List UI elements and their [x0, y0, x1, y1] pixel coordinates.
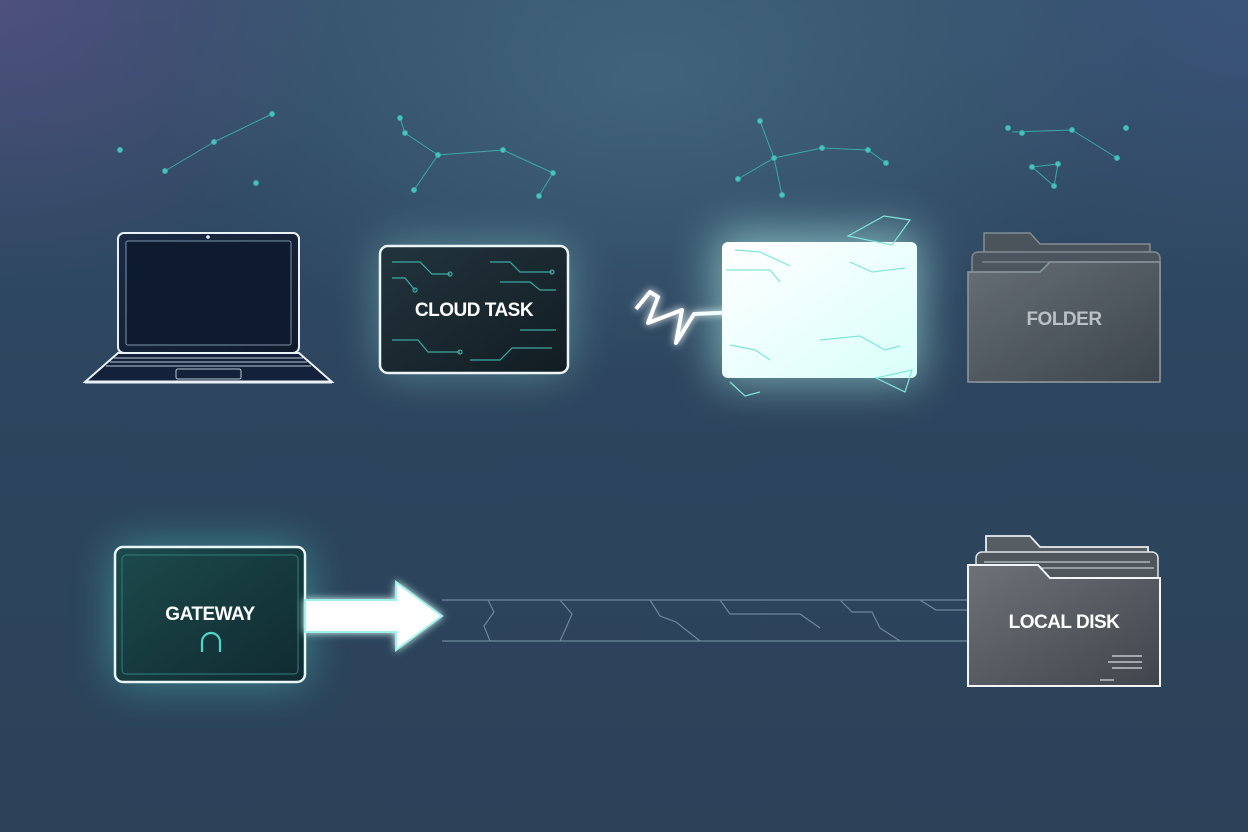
- pathway: [442, 599, 970, 642]
- constellation-4: [1005, 125, 1129, 189]
- gateway-node[interactable]: GATEWAY: [113, 545, 307, 684]
- arrow-icon: [304, 580, 444, 652]
- laptop-icon: [82, 232, 335, 384]
- constellation-3: [735, 118, 889, 198]
- local-disk-label: LOCAL DISK: [1009, 612, 1121, 633]
- cloud-task-label: CLOUD TASK: [415, 300, 534, 321]
- folder-label: FOLDER: [1026, 309, 1102, 330]
- local-disk-node[interactable]: LOCAL DISK: [967, 535, 1161, 687]
- cloud-task-node[interactable]: CLOUD TASK: [378, 244, 570, 375]
- constellation-1: [117, 111, 275, 186]
- folder-node[interactable]: FOLDER: [967, 232, 1161, 383]
- arch-icon: [200, 631, 222, 652]
- constellation-2: [397, 115, 556, 199]
- lightning-bolt-icon: [634, 290, 741, 345]
- folder-icon: [967, 232, 1161, 383]
- gateway-label: GATEWAY: [165, 604, 255, 625]
- glowing-block: [715, 215, 920, 397]
- folder-icon: [967, 535, 1161, 687]
